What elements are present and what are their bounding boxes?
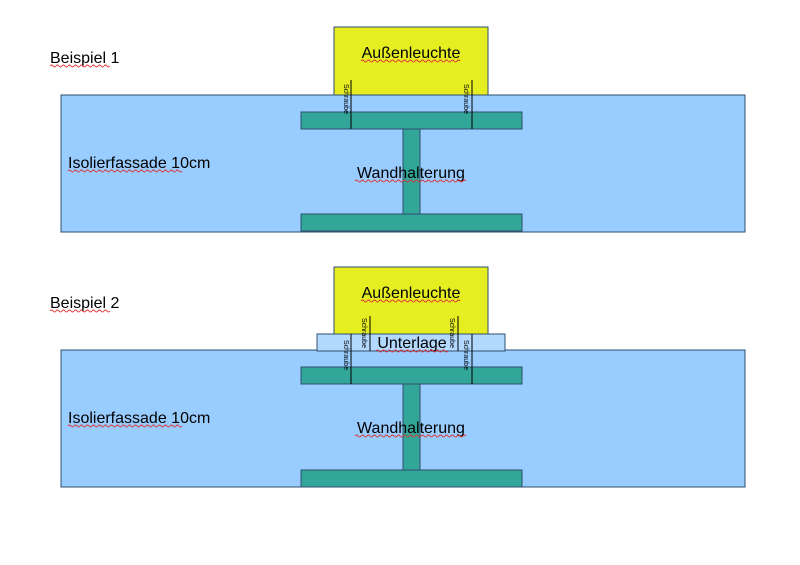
example-title: Beispiel 2	[50, 295, 119, 312]
outdoor-lamp	[333, 26, 489, 96]
bracket-bottom-flange	[300, 469, 523, 488]
screw-label: Schraube	[342, 340, 349, 370]
example-2: Beispiel 2 Isolierfassade 10cm Wandhalte…	[49, 266, 746, 488]
spellcheck-underline	[354, 434, 467, 438]
facade-label: Isolierfassade 10cm	[68, 410, 210, 427]
spellcheck-underline	[49, 64, 111, 68]
example-title: Beispiel 1	[50, 50, 119, 67]
spellcheck-underline	[375, 349, 449, 353]
bracket-label: Wandhalterung	[357, 165, 465, 182]
lamp-label: Außenleuchte	[362, 45, 461, 62]
spellcheck-underline	[360, 59, 461, 63]
spellcheck-underline	[67, 169, 183, 173]
pad-label: Unterlage	[377, 335, 446, 352]
bracket-bottom-flange	[300, 213, 523, 232]
lamp-label: Außenleuchte	[362, 285, 461, 302]
bracket-label: Wandhalterung	[357, 420, 465, 437]
bracket-top-flange	[300, 366, 523, 385]
screw-label: Schraube	[360, 318, 367, 348]
screw-label: Schraube	[462, 84, 469, 114]
example-1: Beispiel 1 Isolierfassade 10cm Wandhalte…	[49, 26, 746, 233]
bracket-top-flange	[300, 111, 523, 130]
spellcheck-underline	[360, 299, 461, 303]
spellcheck-underline	[67, 424, 183, 428]
facade-label: Isolierfassade 10cm	[68, 155, 210, 172]
screw-label: Schraube	[462, 340, 469, 370]
screw-label: Schraube	[342, 84, 349, 114]
spellcheck-underline	[49, 309, 111, 313]
spellcheck-underline	[354, 179, 467, 183]
screw-label: Schraube	[448, 318, 455, 348]
